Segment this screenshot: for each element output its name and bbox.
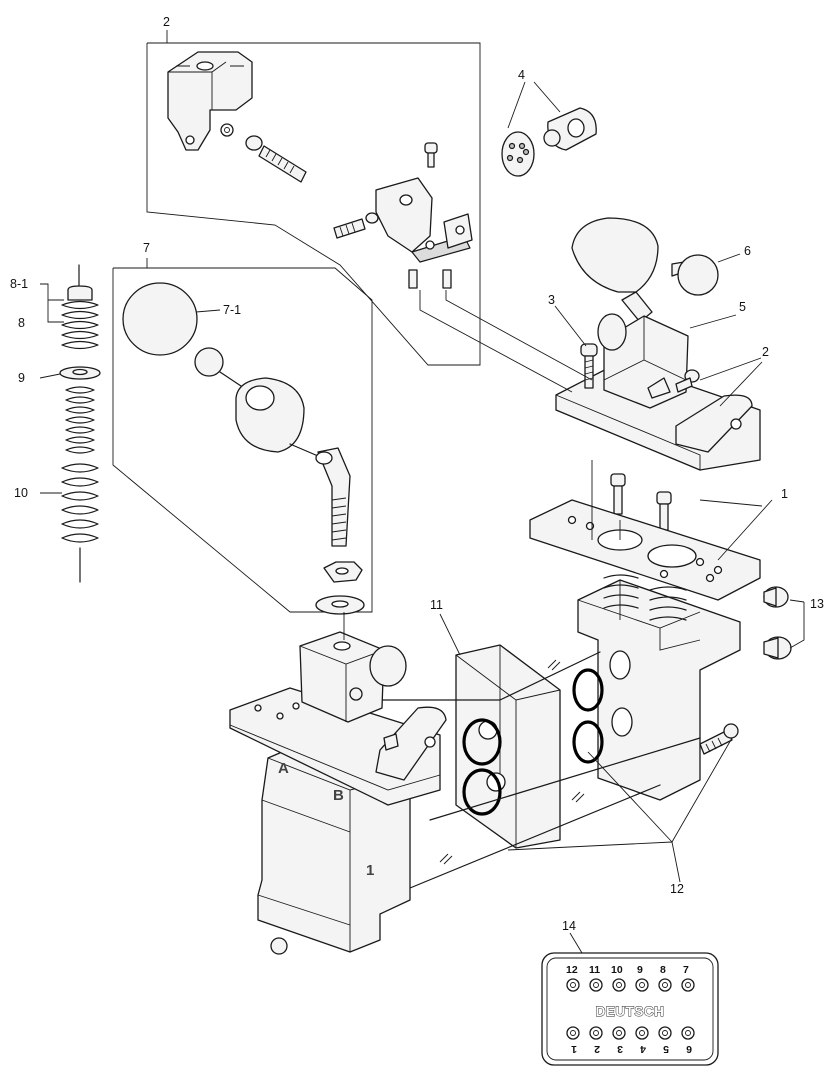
port-b-stamp: B	[333, 787, 344, 804]
callout-2-right: 2	[762, 345, 769, 359]
deutsch-connector-item-14	[541, 952, 719, 1066]
callout-7-1: 7-1	[223, 303, 241, 317]
bracket-block-left	[299, 631, 407, 723]
push-button-item-6	[671, 254, 719, 296]
pin-label-7: 7	[683, 964, 689, 976]
pin-label-8: 8	[660, 964, 666, 976]
callout-8-1: 8-1	[10, 277, 28, 291]
handle-shaft-item-7	[289, 443, 351, 547]
callout-1: 1	[781, 487, 788, 501]
callout-13: 13	[810, 597, 824, 611]
callout-6: 6	[744, 244, 751, 258]
callout-3: 3	[548, 293, 555, 307]
valve-section-right	[577, 579, 741, 801]
callout-10: 10	[14, 486, 28, 500]
callout-4: 4	[518, 68, 525, 82]
callout-2-top: 2	[163, 15, 170, 29]
callout-11: 11	[430, 598, 443, 612]
screws-item-2-right	[647, 369, 700, 399]
screw-item-3	[580, 343, 598, 389]
connector-top-pins	[566, 978, 695, 992]
spacer-plate-item-1	[529, 499, 761, 601]
spring-assemblies-right	[603, 574, 687, 621]
callout-7: 7	[143, 241, 150, 255]
cap-item-7-1	[122, 282, 198, 356]
spring-stack-left	[59, 264, 101, 583]
port-a-stamp: A	[278, 760, 289, 777]
screws-item-1	[610, 473, 672, 531]
leader-lines	[39, 30, 805, 954]
connector-brand-label: DEUTSCH	[596, 1004, 665, 1019]
lever-wedge-left	[375, 706, 447, 781]
gasket-plate-item-11	[455, 644, 561, 849]
pin-label-3: 3	[617, 1043, 623, 1055]
screw-top-bracket	[245, 135, 307, 183]
pin-label-9: 9	[637, 964, 643, 976]
screw-guide-plate-side	[333, 212, 379, 239]
callout-5: 5	[739, 300, 746, 314]
lever-wedge-right	[675, 394, 753, 453]
screw-guide-plate-vertical	[424, 142, 438, 168]
group-outline-item-7	[112, 267, 373, 613]
connector-top-pin-labels: 12 11 10 9 8 7	[566, 964, 689, 976]
callout-12: 12	[670, 882, 684, 896]
connector-bottom-pins	[566, 1026, 695, 1040]
pin-label-1: 1	[571, 1043, 577, 1055]
pins-item-2	[408, 269, 452, 289]
nut-item-7	[323, 561, 363, 583]
connector-bottom-pin-labels: 1 2 3 4 5 6	[571, 1043, 692, 1055]
callout-9: 9	[18, 371, 25, 385]
group-outline-item-2	[146, 42, 481, 366]
pin-label-4: 4	[640, 1043, 646, 1055]
pin-label-11: 11	[589, 964, 600, 976]
washer-item-7	[315, 595, 365, 615]
callout-8: 8	[18, 316, 25, 330]
pin-label-12: 12	[566, 964, 578, 976]
pin-label-5: 5	[663, 1043, 669, 1055]
o-rings-gasket	[462, 668, 604, 816]
cam-assembly-item-4	[501, 107, 597, 177]
plugs-item-13	[763, 586, 792, 660]
pin-label-2: 2	[594, 1043, 600, 1055]
pin-label-6: 6	[686, 1043, 692, 1055]
pin-label-10: 10	[611, 964, 623, 976]
handle-grip-item-7	[194, 347, 305, 453]
guide-plate-item-2	[375, 177, 473, 263]
bracket-block-top	[167, 51, 253, 151]
section-number-stamp: 1	[366, 862, 374, 879]
callout-14: 14	[562, 919, 576, 933]
handle-knob-right	[571, 217, 659, 323]
